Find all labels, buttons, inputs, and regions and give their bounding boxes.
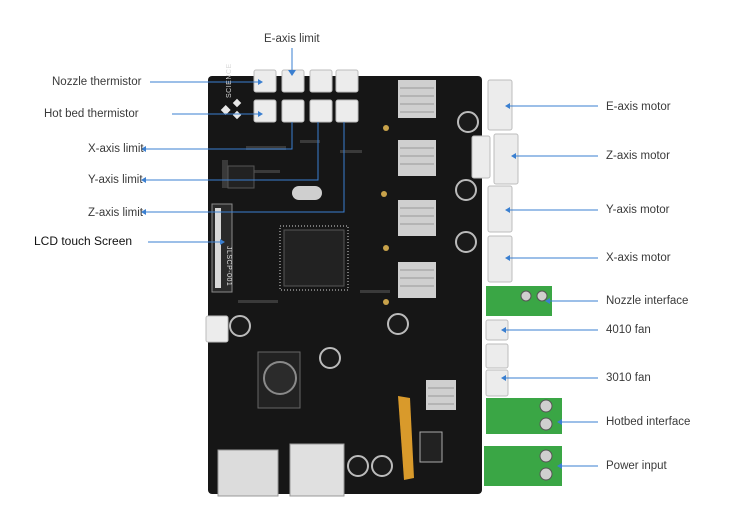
label-hot-bed-thermistor: Hot bed thermistor — [44, 108, 139, 120]
terminal-blocks — [484, 286, 562, 486]
fan-connectors — [205, 315, 509, 397]
motor-connectors — [471, 79, 519, 283]
board-brand-text: SCIENCE — [226, 63, 233, 98]
board-model-text: JLSCP-001 — [225, 246, 232, 287]
label-nozzle-thermistor: Nozzle thermistor — [52, 76, 142, 88]
leader-arrowheads — [141, 70, 562, 469]
label-4010-fan: 4010 fan — [606, 324, 651, 336]
pcb-board — [208, 76, 482, 494]
usb-b-port — [289, 443, 345, 497]
board-logo — [220, 98, 242, 120]
label-y-axis-limit: Y-axis limit — [88, 174, 143, 186]
capacitors — [229, 111, 479, 477]
label-z-axis-motor: Z-axis motor — [606, 150, 670, 162]
label-y-axis-motor: Y-axis motor — [606, 204, 670, 216]
leader-x-axis-limit — [146, 122, 293, 150]
crystal — [292, 186, 322, 200]
top-connector-group — [253, 69, 359, 123]
leader-z-axis-limit — [146, 122, 345, 213]
label-hotbed-interface: Hotbed interface — [606, 416, 691, 428]
label-nozzle-interface: Nozzle interface — [606, 295, 689, 307]
mcu-chip — [283, 229, 345, 287]
label-power-input: Power input — [606, 460, 667, 472]
label-z-axis-limit: Z-axis limit — [88, 207, 143, 219]
pcb-silkscreen — [222, 125, 390, 305]
leader-lines — [146, 48, 598, 467]
label-x-axis-motor: X-axis motor — [606, 252, 671, 264]
label-3010-fan: 3010 fan — [606, 372, 651, 384]
label-e-axis-limit: E-axis limit — [264, 33, 320, 45]
label-x-axis-limit: X-axis limit — [88, 143, 144, 155]
fuse — [398, 396, 414, 480]
label-lcd-touch-screen: LCD touch Screen — [34, 234, 133, 248]
sd-card-slot — [217, 449, 279, 497]
label-e-axis-motor: E-axis motor — [606, 101, 671, 113]
leader-y-axis-limit — [146, 122, 319, 181]
